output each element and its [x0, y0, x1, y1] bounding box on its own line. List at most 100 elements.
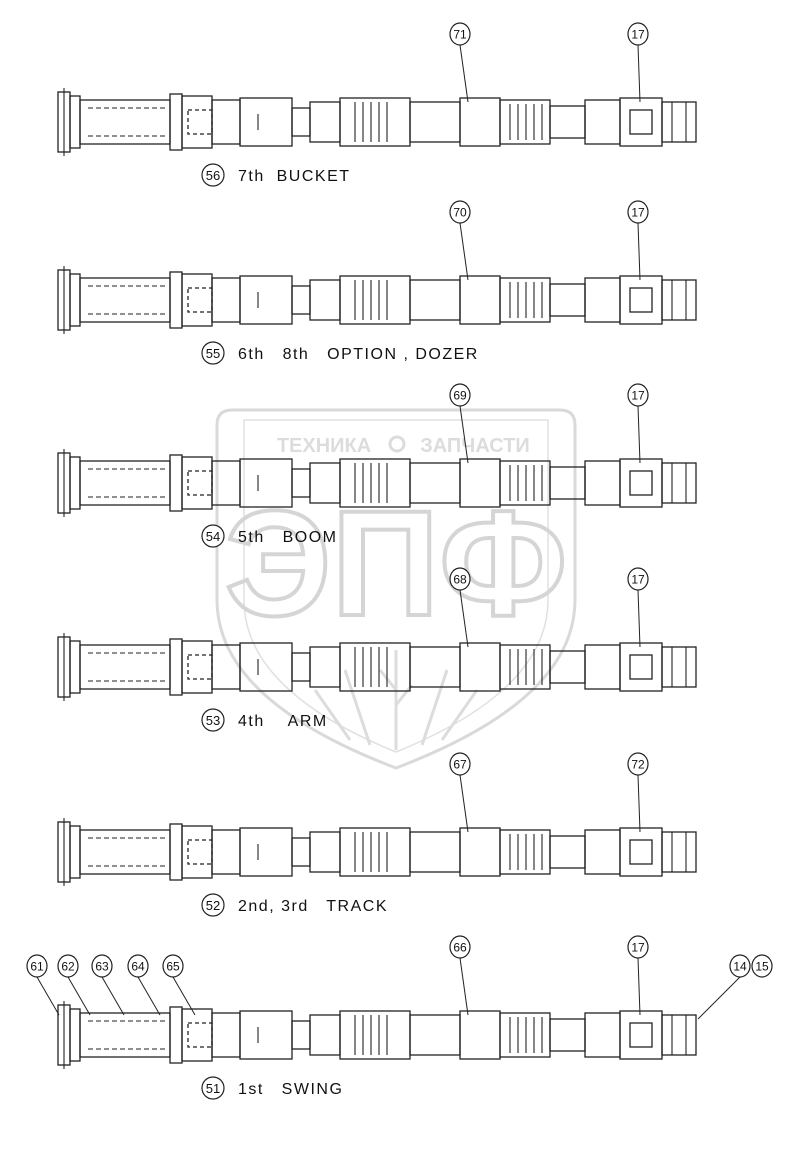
- callout-leader-line: [637, 222, 641, 281]
- callout-leader-line: [637, 44, 641, 103]
- label-name: 5th BOOM: [238, 529, 337, 546]
- label-name: 2nd, 3rd TRACK: [238, 898, 388, 915]
- callout-17: 17: [627, 383, 649, 464]
- label-number-bubble: [201, 341, 225, 365]
- housing-flange: [169, 93, 183, 151]
- callout-65: 65: [162, 954, 196, 1016]
- label-number: 53: [206, 713, 220, 728]
- spring-housing: [79, 99, 171, 145]
- callout-number: 67: [453, 758, 467, 772]
- spool-end-flange: [69, 456, 81, 510]
- spool-end-block: [619, 642, 663, 692]
- spool-land: [584, 277, 621, 323]
- spool-land: [459, 1010, 501, 1060]
- watermark-shield-shape: [215, 408, 577, 770]
- label-number-bubble: [201, 1076, 225, 1100]
- callout-number: 64: [131, 960, 145, 974]
- callout-15: 15: [751, 954, 773, 978]
- callout-68: 68: [449, 567, 471, 648]
- callout-leader-line: [459, 957, 469, 1016]
- housing-flange: [169, 271, 183, 329]
- housing-flange: [169, 823, 183, 881]
- spool-end-inner: [629, 109, 653, 135]
- spool-end-cap-right: [661, 831, 697, 873]
- callout-71: 71: [449, 22, 471, 103]
- spool-section: [409, 646, 461, 688]
- callout-69: 69: [449, 383, 471, 464]
- spool-land: [211, 99, 241, 145]
- watermark-line1: ТЕХНИКА: [277, 435, 371, 457]
- spool-end-inner: [629, 839, 653, 865]
- spool-neck: [549, 835, 586, 869]
- cap-inner: [187, 287, 213, 313]
- spool-groove: [309, 279, 341, 321]
- callout-leader-line: [459, 44, 469, 103]
- callout-14: 14: [697, 954, 751, 1020]
- callout-17: 17: [627, 22, 649, 103]
- spool-land: [459, 827, 501, 877]
- spool-land: [239, 275, 293, 325]
- spool-land: [339, 275, 411, 325]
- spool-land: [211, 1012, 241, 1058]
- spool-section: [409, 101, 461, 143]
- spool-end-flange: [69, 1008, 81, 1062]
- spool-neck: [549, 283, 586, 317]
- spool-end-flange: [69, 273, 81, 327]
- callout-number: 17: [631, 573, 645, 587]
- spool-groove: [309, 101, 341, 143]
- label-number: 56: [206, 168, 220, 183]
- spool-end-cap-right: [661, 279, 697, 321]
- callout-number: 17: [631, 206, 645, 220]
- spool-neck: [291, 107, 311, 137]
- spool-section: [409, 279, 461, 321]
- spring-housing: [79, 1012, 171, 1058]
- spool-neck: [549, 1018, 586, 1052]
- spool-neck: [291, 1020, 311, 1050]
- spool-end-flange: [69, 95, 81, 149]
- callout-number: 71: [453, 28, 467, 42]
- spool-land: [339, 97, 411, 147]
- label-name: 6th 8th OPTION , DOZER: [238, 346, 479, 363]
- spool-land: [459, 642, 501, 692]
- label-name: 7th BUCKET: [238, 168, 351, 185]
- spool-land: [339, 827, 411, 877]
- callout-number: 72: [631, 758, 645, 772]
- callout-72: 72: [627, 752, 649, 833]
- spool-land: [584, 99, 621, 145]
- spool-end-block: [619, 275, 663, 325]
- cap-inner: [187, 1022, 213, 1048]
- callout-leader-line: [36, 976, 60, 1016]
- callout-leader-line: [637, 957, 641, 1016]
- label-number-bubble: [201, 893, 225, 917]
- spool-land: [239, 97, 293, 147]
- callout-leader-line: [67, 976, 91, 1016]
- spool-neck: [291, 285, 311, 315]
- watermark-logo-text: ЭПФ: [225, 479, 568, 647]
- cap-block: [181, 273, 213, 327]
- spool-section: [409, 831, 461, 873]
- spool-end-flange: [69, 825, 81, 879]
- housing-flange: [169, 1006, 183, 1064]
- spool-land: [584, 644, 621, 690]
- housing-flange: [169, 638, 183, 696]
- spool-land: [239, 642, 293, 692]
- cap-inner: [187, 109, 213, 135]
- spool-land: [584, 829, 621, 875]
- spool-land: [459, 275, 501, 325]
- spool-end-block: [619, 97, 663, 147]
- callout-leader-line: [172, 976, 196, 1016]
- callout-leader-line: [459, 774, 469, 833]
- cap-inner: [187, 839, 213, 865]
- spool-land: [211, 829, 241, 875]
- callout-leader-line: [637, 774, 641, 833]
- label-number: 51: [206, 1081, 220, 1096]
- spool-end-cap-right: [661, 646, 697, 688]
- watermark-shield-inner: [243, 419, 549, 753]
- callout-number: 66: [453, 941, 467, 955]
- spool-end-flange: [69, 640, 81, 694]
